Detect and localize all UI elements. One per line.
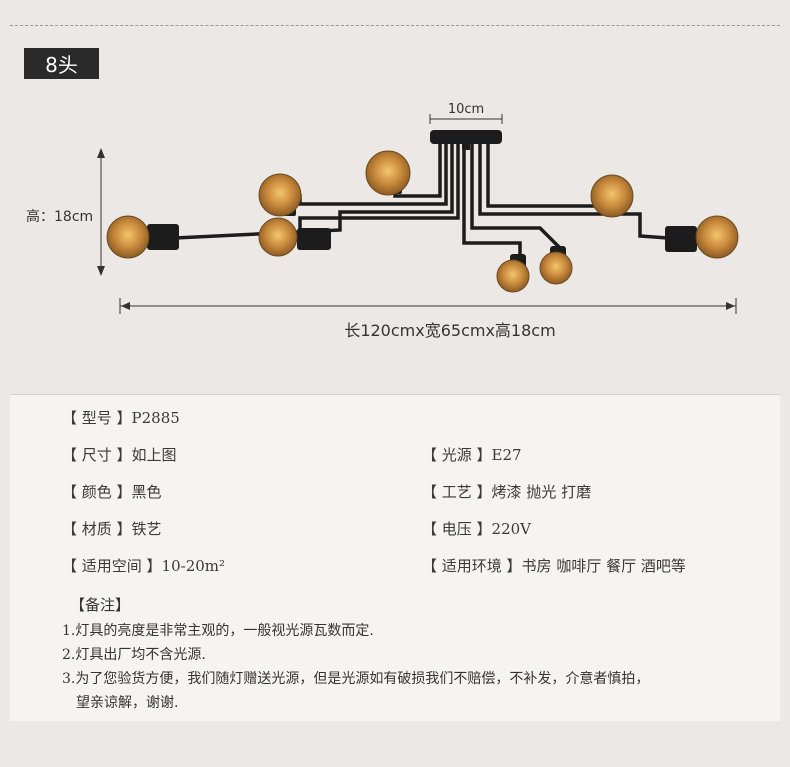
height-dimension: 高：18cm: [26, 148, 105, 276]
note-item-2: 2.灯具出厂均不含光源.: [62, 647, 206, 663]
bulb-top: [365, 150, 411, 196]
spec-panel: 【 型号 】P2885 【 尺寸 】如上图 【 光源 】E27 【 颜色 】黑色…: [10, 394, 780, 721]
overall-dimension: 长120cmx宽65cmx高18cm: [119, 298, 737, 340]
lamp-bulbs: [106, 150, 739, 293]
lamp-diagram: 10cm 高：18cm 长120cmx宽65cmx高18cm: [26, 102, 739, 340]
bulb-lower-1: [496, 259, 530, 293]
spec-material-value: 铁艺: [131, 520, 162, 538]
spec-size: 【 尺寸 】如上图: [62, 444, 177, 465]
top-width-dimension: 10cm: [429, 102, 503, 124]
spec-voltage-value: 220V: [491, 520, 532, 538]
note-item-1: 1.灯具的亮度是非常主观的，一般视光源瓦数而定.: [62, 623, 374, 639]
spec-size-label: 【 尺寸 】: [62, 446, 132, 464]
spec-environment-value: 书房 咖啡厅 餐厅 酒吧等: [521, 557, 686, 575]
spec-model-value: P2885: [131, 409, 180, 427]
spec-voltage: 【 电压 】220V: [422, 518, 531, 539]
spec-color: 【 颜色 】黑色: [62, 481, 162, 502]
spec-craft: 【 工艺 】烤漆 抛光 打磨: [422, 481, 591, 502]
lamp-canopy: [430, 130, 502, 150]
bulb-left: [106, 215, 150, 259]
bulb-upper-right: [590, 174, 634, 218]
spec-light-source-value: E27: [491, 446, 522, 464]
spec-light-source: 【 光源 】E27: [422, 444, 522, 465]
bulb-right: [695, 215, 739, 259]
height-label: 高：18cm: [26, 208, 93, 225]
spec-space-label: 【 适用空间 】: [62, 557, 162, 575]
spec-model: 【 型号 】P2885: [62, 407, 180, 428]
spec-material: 【 材质 】铁艺: [62, 518, 162, 539]
top-divider: [10, 25, 780, 26]
spec-color-label: 【 颜色 】: [62, 483, 132, 501]
spec-craft-value: 烤漆 抛光 打磨: [491, 483, 592, 501]
spec-light-source-label: 【 光源 】: [422, 446, 492, 464]
bulb-mid-left: [258, 217, 298, 257]
spec-craft-label: 【 工艺 】: [422, 483, 492, 501]
spec-size-value: 如上图: [131, 446, 177, 464]
note-item-4: 望亲谅解，谢谢.: [76, 695, 179, 711]
head-count-badge: 8头: [24, 48, 99, 79]
spec-space-value: 10-20m²: [161, 557, 226, 575]
spec-model-label: 【 型号 】: [62, 409, 132, 427]
bulb-upper-left: [258, 173, 302, 217]
spec-environment: 【 适用环境 】书房 咖啡厅 餐厅 酒吧等: [422, 555, 686, 576]
note-item-3: 3.为了您验货方便，我们随灯赠送光源，但是光源如有破损我们不赔偿，不补发，介意者…: [62, 671, 650, 687]
spec-environment-label: 【 适用环境 】: [422, 557, 522, 575]
overall-dimension-label: 长120cmx宽65cmx高18cm: [344, 321, 555, 340]
spec-material-label: 【 材质 】: [62, 520, 132, 538]
notes-title: 【备注】: [70, 596, 131, 614]
spec-color-value: 黑色: [131, 483, 162, 501]
spec-space: 【 适用空间 】10-20m²: [62, 555, 225, 576]
spec-voltage-label: 【 电压 】: [422, 520, 492, 538]
top-width-label: 10cm: [448, 102, 484, 117]
bulb-lower-2: [539, 251, 573, 285]
